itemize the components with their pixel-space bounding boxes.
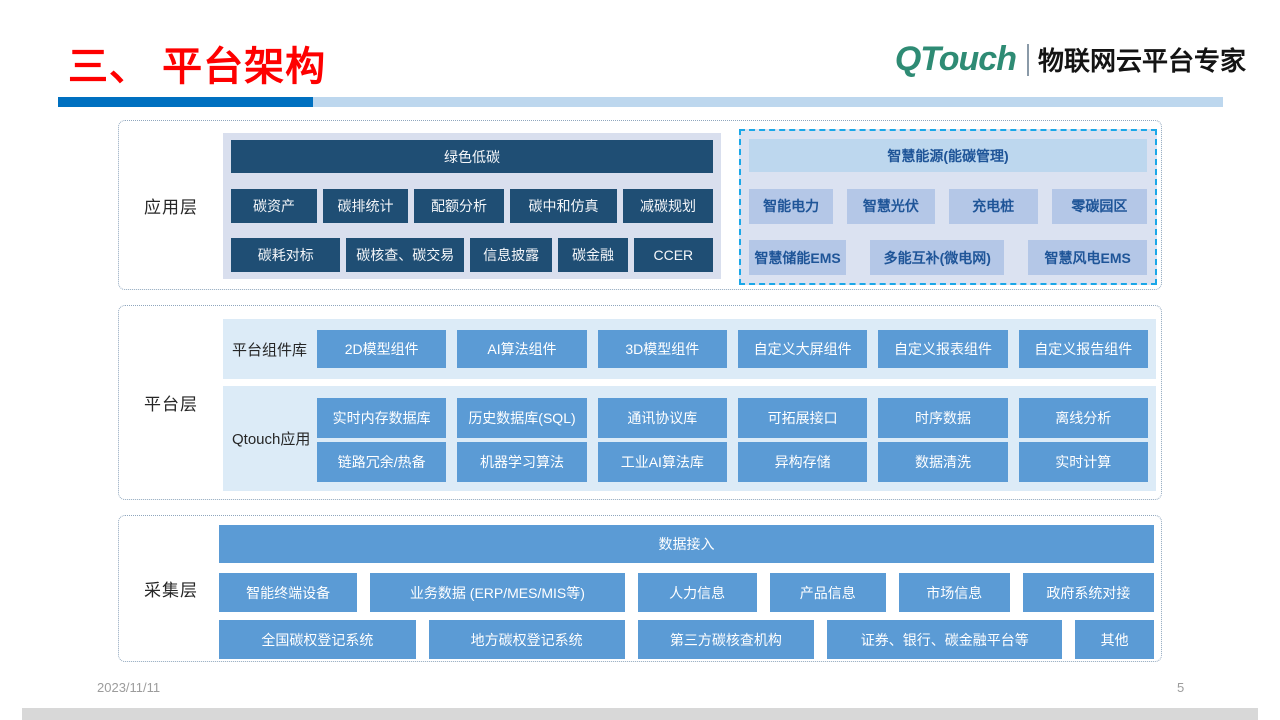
source-box: 证券、银行、碳金融平台等 [827,620,1063,659]
source-box: 产品信息 [769,573,886,612]
platform-components-label: 平台组件库 [232,341,308,359]
app-box: 碳金融 [558,238,628,272]
source-box: 智能终端设备 [219,573,358,612]
qtouch-app-box: 历史数据库(SQL) [457,398,587,438]
app-box: 配额分析 [414,188,504,223]
source-box: 全国碳权登记系统 [219,620,416,659]
source-box: 市场信息 [898,573,1010,612]
qtouch-apps-row2: 链路冗余/热备 机器学习算法 工业AI算法库 异构存储 数据清洗 实时计算 [317,442,1148,482]
qtouch-app-box: 离线分析 [1018,398,1148,438]
source-box: 其他 [1075,620,1154,659]
title-underline-bar [58,97,1223,107]
component-box: 2D模型组件 [317,330,447,368]
bottom-scroll-strip[interactable] [22,708,1258,720]
green-low-carbon-group: 绿色低碳 碳资产 碳排统计 配额分析 碳中和仿真 减碳规划 碳耗对标 碳核查、碳… [223,133,721,279]
app-box: CCER [633,238,713,272]
brand-logo: QTouch 物联网云平台专家 [895,40,1246,79]
platform-components-group: 平台组件库 2D模型组件 AI算法组件 3D模型组件 自定义大屏组件 自定义报表… [223,319,1156,379]
app-box: 碳资产 [231,188,317,223]
collection-content: 数据接入 智能终端设备 业务数据 (ERP/MES/MIS等) 人力信息 产品信… [219,516,1154,661]
energy-group-row3: 智慧储能EMS 多能互补(微电网) 智慧风电EMS [749,240,1147,275]
component-box: 自定义大屏组件 [737,330,868,368]
energy-box: 智慧风电EMS [1028,240,1147,275]
collection-row3: 全国碳权登记系统 地方碳权登记系统 第三方碳核查机构 证券、银行、碳金融平台等 … [219,620,1154,659]
title-underline-accent [58,97,313,107]
qtouch-app-box: 时序数据 [878,398,1008,438]
qtouch-app-box: 实时内存数据库 [317,398,447,438]
energy-box: 智慧光伏 [847,188,935,224]
qtouch-app-box: 实时计算 [1018,442,1148,482]
data-access-header: 数据接入 [219,525,1154,563]
brand-wordmark: QTouch [894,40,1017,78]
qtouch-apps-group: Qtouch应用 实时内存数据库 历史数据库(SQL) 通讯协议库 可拓展接口 … [223,386,1156,491]
collection-row2: 智能终端设备 业务数据 (ERP/MES/MIS等) 人力信息 产品信息 市场信… [219,573,1154,612]
qtouch-app-box: 通讯协议库 [597,398,727,438]
energy-group-row2: 智能电力 智慧光伏 充电桩 零碳园区 [749,188,1148,224]
source-box: 业务数据 (ERP/MES/MIS等) [370,573,625,612]
energy-box: 智慧储能EMS [749,240,847,275]
green-group-row3: 碳耗对标 碳核查、碳交易 信息披露 碳金融 CCER [231,238,713,272]
app-box: 碳核查、碳交易 [346,238,464,272]
energy-box: 多能互补(微电网) [870,240,1005,275]
page-number: 5 [1177,680,1185,695]
energy-box: 充电桩 [948,188,1038,224]
energy-box: 零碳园区 [1051,188,1148,224]
collection-layer-label: 采集层 [144,581,198,600]
qtouch-apps-row1: 实时内存数据库 历史数据库(SQL) 通讯协议库 可拓展接口 时序数据 离线分析 [317,398,1148,438]
app-box: 信息披露 [470,238,553,272]
source-box: 第三方碳核查机构 [637,620,815,659]
component-box: AI算法组件 [457,330,587,368]
section-collection-layer: 采集层 数据接入 智能终端设备 业务数据 (ERP/MES/MIS等) 人力信息… [118,515,1162,662]
qtouch-app-box: 链路冗余/热备 [317,442,447,482]
brand-tagline: 物联网云平台专家 [1037,46,1246,76]
energy-box: 智能电力 [749,188,834,224]
page-title: 三、 平台架构 [68,45,327,89]
qtouch-apps-label: Qtouch应用 [232,431,311,448]
qtouch-app-box: 机器学习算法 [457,442,587,482]
source-box: 人力信息 [637,573,757,612]
qtouch-app-box: 数据清洗 [878,442,1008,482]
section-platform-layer: 平台层 平台组件库 2D模型组件 AI算法组件 3D模型组件 自定义大屏组件 自… [118,305,1162,500]
platform-layer-label: 平台层 [144,395,198,414]
application-layer-label: 应用层 [144,197,198,217]
logo-separator [1026,43,1029,76]
qtouch-app-box: 可拓展接口 [737,398,868,438]
footer-date: 2023/11/11 [97,680,161,695]
app-box: 减碳规划 [623,188,713,223]
qtouch-app-box: 异构存储 [737,442,868,482]
platform-components-row: 2D模型组件 AI算法组件 3D模型组件 自定义大屏组件 自定义报表组件 自定义… [317,330,1148,368]
energy-group-header: 智慧能源(能碳管理) [749,139,1147,172]
app-box: 碳中和仿真 [510,188,617,223]
section-application-layer: 应用层 绿色低碳 碳资产 碳排统计 配额分析 碳中和仿真 减碳规划 碳耗对标 碳… [118,120,1162,290]
source-box: 政府系统对接 [1022,573,1154,612]
component-box: 自定义报告组件 [1018,330,1148,368]
app-box: 碳排统计 [323,188,408,223]
green-group-header: 绿色低碳 [231,140,713,173]
qtouch-app-box: 工业AI算法库 [597,442,727,482]
smart-energy-group: 智慧能源(能碳管理) 智能电力 智慧光伏 充电桩 零碳园区 智慧储能EMS 多能… [739,129,1157,285]
green-group-row2: 碳资产 碳排统计 配额分析 碳中和仿真 减碳规划 [231,188,713,223]
component-box: 自定义报表组件 [878,330,1008,368]
app-box: 碳耗对标 [231,238,341,272]
component-box: 3D模型组件 [597,330,727,368]
source-box: 地方碳权登记系统 [428,620,625,659]
